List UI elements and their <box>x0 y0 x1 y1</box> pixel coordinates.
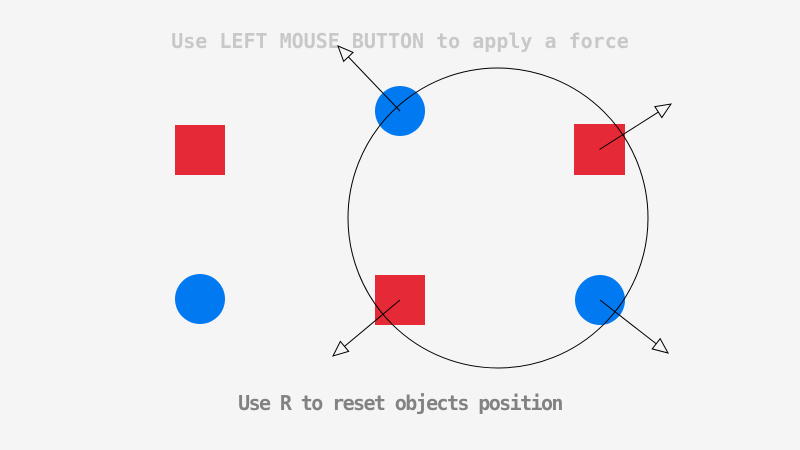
force-arrow-shaft <box>599 111 659 150</box>
force-arrow-head <box>332 340 350 357</box>
force-field-circle <box>347 67 649 369</box>
force-arrow-head <box>654 103 673 119</box>
force-arrow-shaft <box>599 299 657 345</box>
force-arrow-shaft <box>344 299 401 347</box>
blue-circle-bottom-left[interactable] <box>175 274 225 324</box>
hint-reset-objects: Use R to reset objects position <box>238 391 563 415</box>
force-arrow-head <box>651 337 669 354</box>
force-arrow-head <box>337 45 354 63</box>
hint-apply-force: Use LEFT MOUSE BUTTON to apply a force <box>171 29 629 53</box>
force-arrow-shaft <box>347 56 401 112</box>
red-square-left[interactable] <box>175 125 225 175</box>
